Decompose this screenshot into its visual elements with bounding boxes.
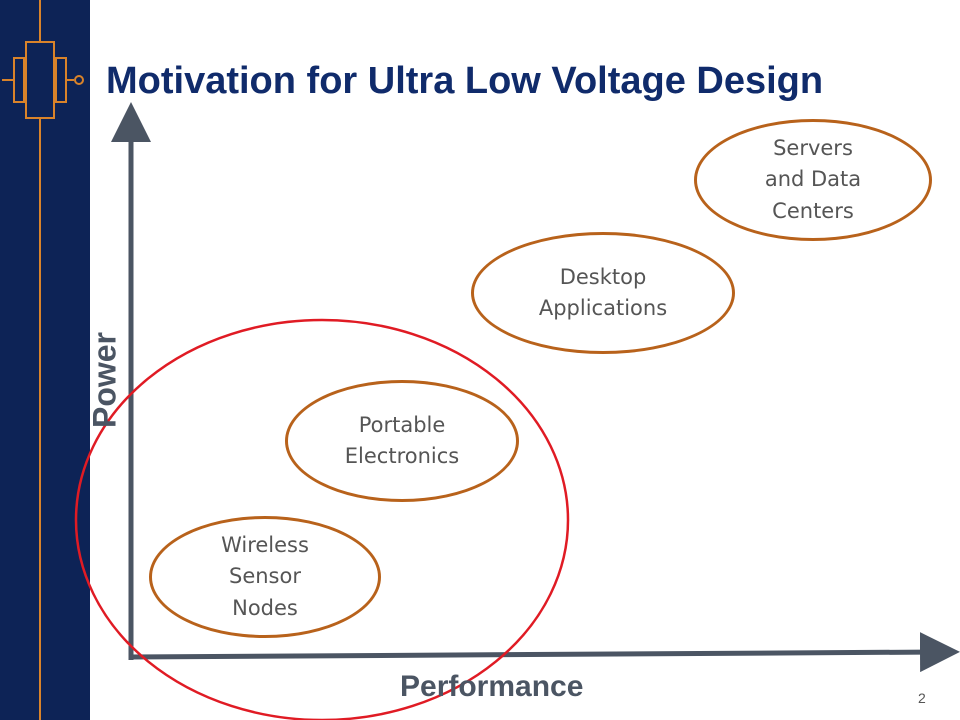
node-label: Wireless Sensor Nodes bbox=[221, 532, 309, 620]
circuit-logo-icon bbox=[2, 0, 84, 720]
slide-title: Motivation for Ultra Low Voltage Design bbox=[106, 60, 824, 102]
low-voltage-highlight-circle bbox=[74, 318, 570, 720]
node-label: Desktop Applications bbox=[538, 264, 668, 321]
node-label: Servers and Data Centers bbox=[764, 135, 862, 223]
node-servers-data-centers: Servers and Data Centers bbox=[694, 119, 932, 241]
y-axis-label: Power bbox=[86, 331, 123, 429]
node-desktop-applications: Desktop Applications bbox=[471, 232, 735, 354]
node-label: Portable Electronics bbox=[344, 412, 460, 469]
node-wireless-sensor-nodes: Wireless Sensor Nodes bbox=[149, 516, 381, 638]
node-portable-electronics: Portable Electronics bbox=[285, 380, 519, 502]
page-number: 2 bbox=[918, 690, 926, 706]
sidebar-band bbox=[0, 0, 90, 720]
x-axis-label: Performance bbox=[400, 670, 584, 703]
x-axis bbox=[128, 632, 960, 673]
